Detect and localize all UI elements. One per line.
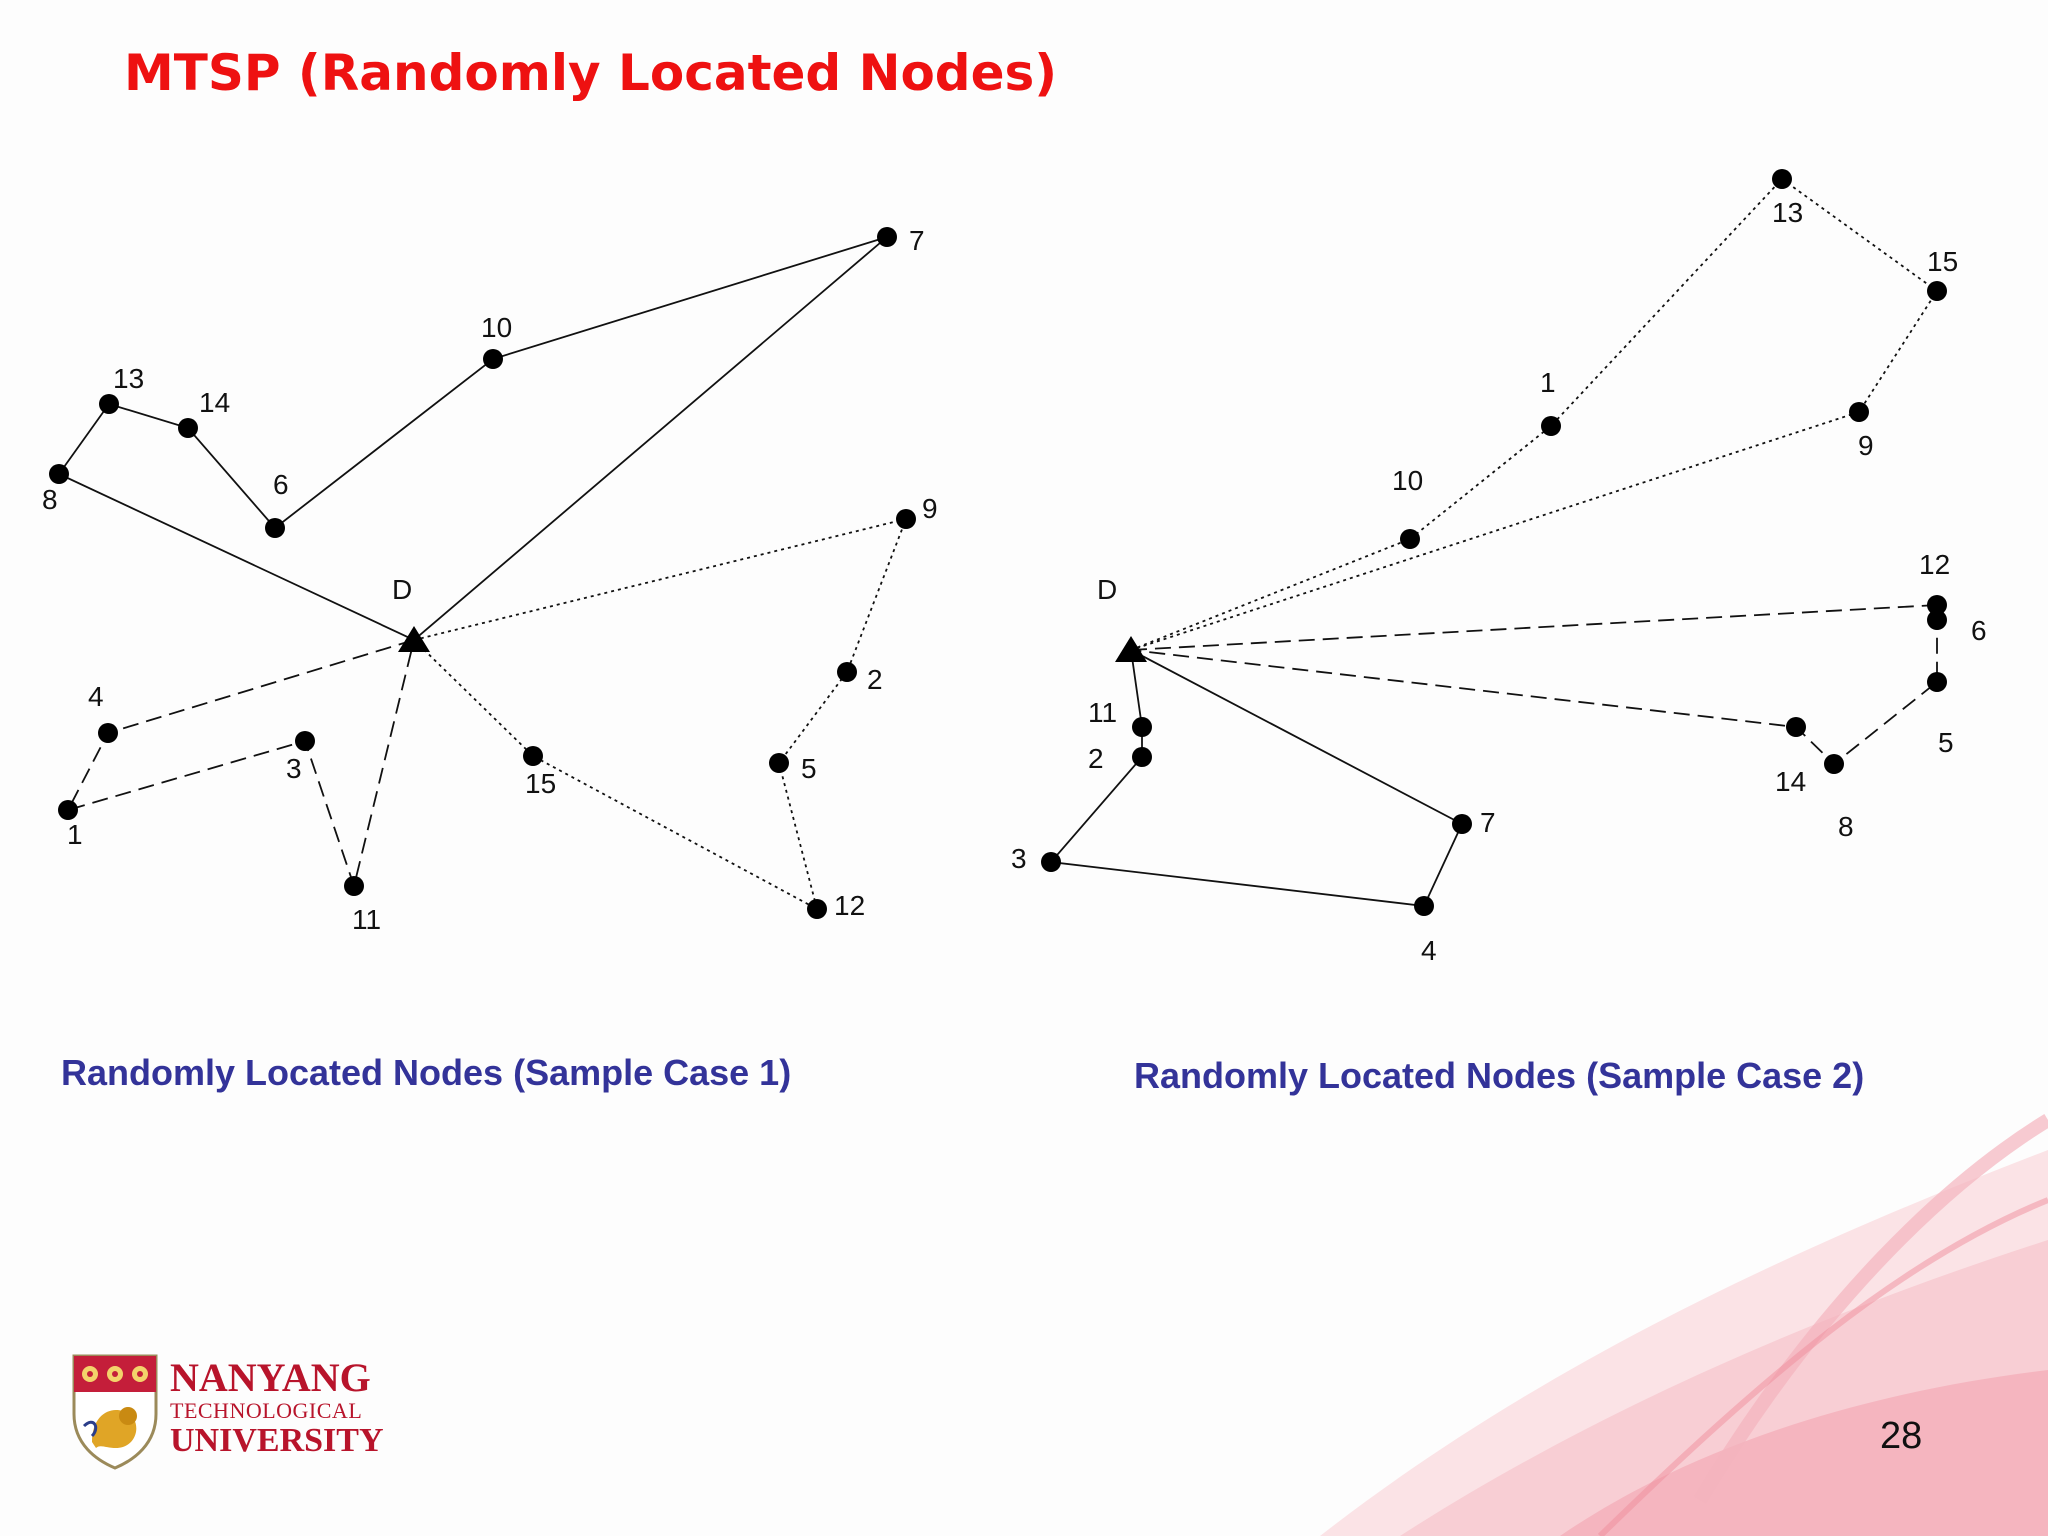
logo-line-technological: TECHNOLOGICAL [170,1398,363,1423]
case2-node-12 [1927,595,1947,615]
case1-label-7: 7 [909,225,925,256]
case2-label-11: 11 [1088,697,1117,728]
case2-label-6: 6 [1971,615,1987,646]
page-number: 28 [1880,1415,1923,1457]
case2-nodes [1041,169,1947,916]
case2-label-9: 9 [1858,430,1874,461]
case2-depot-marker [1115,636,1147,662]
case2-label-15: 15 [1927,246,1958,277]
case1-label-10: 10 [481,312,512,343]
case1-label-13: 13 [113,363,144,394]
case1-label-9: 9 [922,493,938,524]
case1-label-3: 3 [286,753,302,784]
caption-sample-case-1: Randomly Located Nodes (Sample Case 1) [61,1052,792,1093]
case2-node-14 [1786,717,1806,737]
case1-node-7 [877,227,897,247]
case1-node-9 [896,509,916,529]
case1-label-12: 12 [834,890,865,921]
case2-label-14: 14 [1775,766,1806,797]
logo-line-university: UNIVERSITY [170,1422,384,1459]
university-crest-icon [72,1354,158,1470]
case1-node-4 [98,723,118,743]
case1-label-5: 5 [801,753,817,784]
case2-node-3 [1041,852,1061,872]
university-logo: NANYANG TECHNOLOGICAL UNIVERSITY [70,1352,390,1470]
case2-label-13: 13 [1772,197,1803,228]
case2-label-10: 10 [1392,465,1423,496]
case2-depot-label: D [1097,574,1117,605]
case1-node-1 [58,800,78,820]
case2-node-13 [1772,169,1792,189]
case1-label-4: 4 [88,681,104,712]
case1-node-6 [265,518,285,538]
case1-label-15: 15 [525,768,556,799]
case2-label-5: 5 [1938,727,1954,758]
case1-node-14 [178,418,198,438]
case1-node-5 [769,753,789,773]
slide-title: MTSP (Randomly Located Nodes) [124,44,1058,102]
case1-node-8 [49,464,69,484]
case2-node-11 [1132,717,1152,737]
case1-node-12 [807,899,827,919]
case2-node-10 [1400,529,1420,549]
case2-route-solid [1049,649,1464,907]
case2-label-1: 1 [1540,367,1556,398]
case1-node-3 [295,731,315,751]
case1-depot-marker [398,626,430,652]
case2-node-labels: 1 2 3 4 5 6 7 8 9 10 11 12 13 14 15 [1011,197,1987,966]
case1-depot-label: D [392,574,412,605]
case2-node-9 [1849,402,1869,422]
case2-node-1 [1541,416,1561,436]
case1-nodes [49,227,916,919]
diagram-case-1: D 1 2 3 4 5 6 7 8 9 [42,225,938,935]
case2-node-7 [1452,814,1472,834]
case2-label-8: 8 [1838,811,1854,842]
caption-sample-case-2: Randomly Located Nodes (Sample Case 2) [1134,1055,1865,1096]
case2-label-12: 12 [1919,549,1950,580]
case2-node-6 [1927,610,1947,630]
case1-label-2: 2 [867,664,883,695]
case1-label-6: 6 [273,469,289,500]
case2-label-4: 4 [1421,935,1437,966]
case1-node-10 [483,349,503,369]
logo-line-nanyang: NANYANG [170,1355,371,1400]
case2-node-8 [1824,754,1844,774]
case1-node-2 [837,662,857,682]
case1-label-11: 11 [352,904,381,935]
case2-node-5 [1927,672,1947,692]
university-name: NANYANG TECHNOLOGICAL UNIVERSITY [170,1358,384,1458]
case1-node-15 [523,746,543,766]
case1-route-solid [57,236,888,641]
case1-label-14: 14 [199,387,230,418]
case2-label-3: 3 [1011,843,1027,874]
case2-route-dotted [1130,177,1939,651]
case1-node-labels: 1 2 3 4 5 6 7 8 9 10 11 12 13 14 15 [42,225,938,935]
case2-node-2 [1132,747,1152,767]
case2-node-15 [1927,281,1947,301]
case1-node-11 [344,876,364,896]
case2-label-2: 2 [1088,743,1104,774]
case1-label-8: 8 [42,484,58,515]
diagram-case-2: D 1 2 3 4 5 6 7 8 9 [1011,169,1987,966]
case2-label-7: 7 [1480,807,1496,838]
case2-route-dashed [1130,604,1938,766]
case1-node-13 [99,394,119,414]
case1-route-dashed [66,639,415,890]
case1-label-1: 1 [67,819,83,850]
case2-node-4 [1414,896,1434,916]
